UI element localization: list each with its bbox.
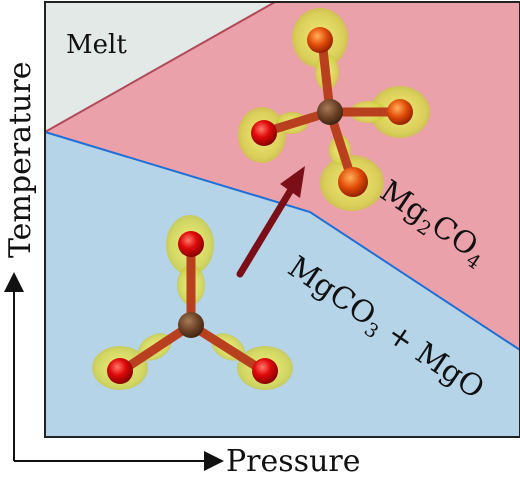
oxygen-atom — [338, 167, 368, 197]
transition-arrow — [236, 166, 305, 278]
oxygen-atom — [251, 120, 277, 146]
y-axis-label: Temperature — [3, 61, 38, 258]
melt-boundary-line — [44, 1, 276, 133]
x-axis-label: Pressure — [226, 444, 361, 473]
oxygen-atom — [307, 27, 333, 53]
carbon-atom — [178, 312, 204, 338]
low-pressure-region — [45, 132, 520, 437]
oxygen-atom — [252, 358, 278, 384]
melt-label: Melt — [66, 30, 127, 60]
oxygen-atom — [387, 99, 413, 125]
oxygen-atom — [107, 358, 133, 384]
plot-frame — [44, 1, 520, 438]
co4-molecule — [238, 8, 430, 211]
co3-molecule — [92, 215, 293, 390]
oxygen-atom — [178, 231, 204, 257]
carbon-atom — [317, 99, 343, 125]
phase-boundary-line — [44, 131, 520, 351]
